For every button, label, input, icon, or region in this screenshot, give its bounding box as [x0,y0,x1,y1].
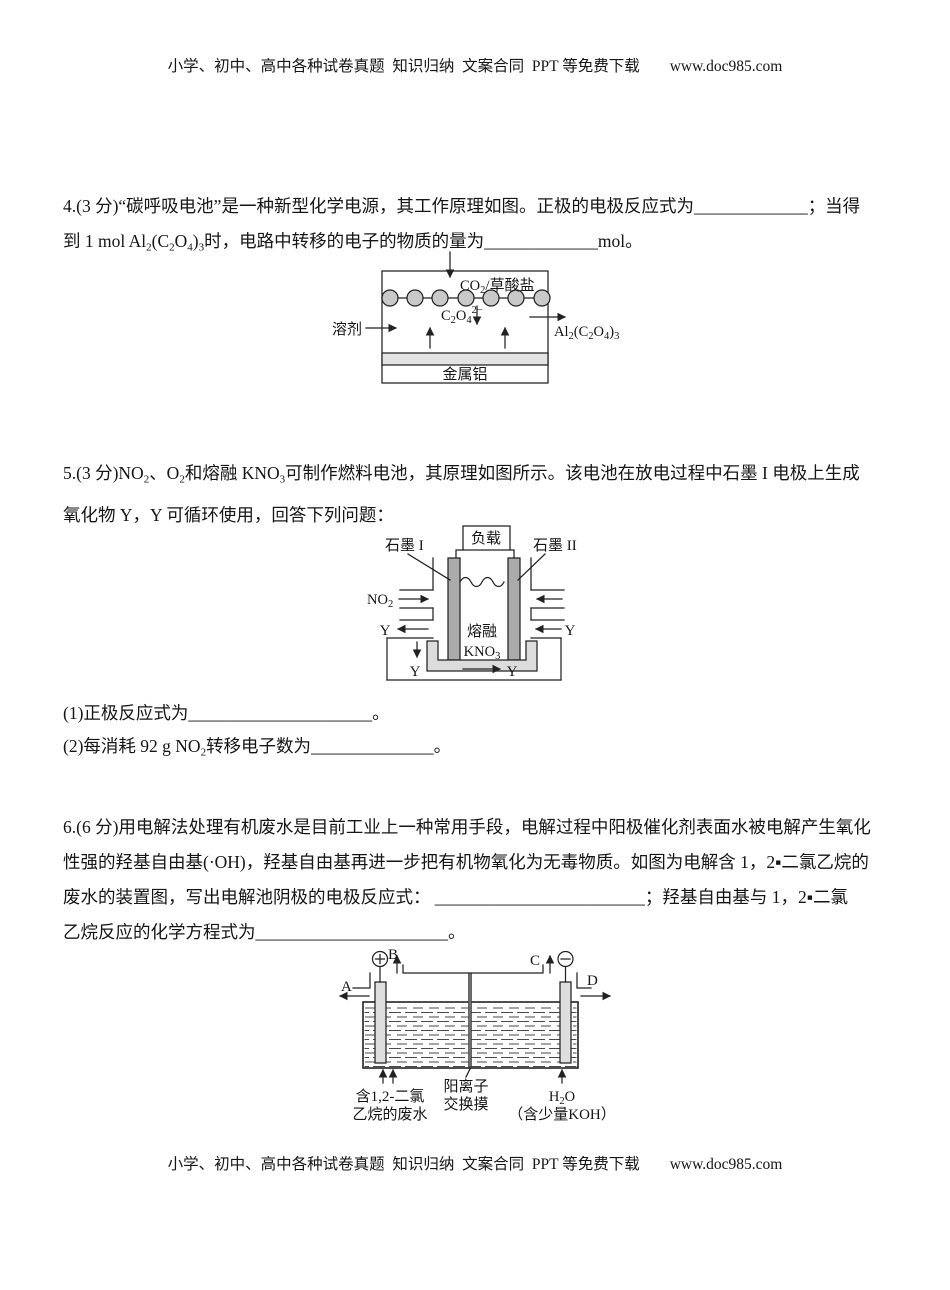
question-5-item-2: (2)每消耗 92 g NO2转移电子数为______________。 [63,736,452,759]
q5-y-bottom-left-label: Y [410,664,421,680]
q5-y-out-left-label: Y [380,623,391,639]
q6-outlet-d-label: D [587,973,598,989]
q4-cell-structure [365,251,567,384]
q4-battery-diagram: CO2/草酸盐 C2O42− 溶剂 Al2(C2O4)3 金属铝 [332,251,619,384]
question-6-line-3: 废水的装置图，写出电解池阴极的电极反应式： __________________… [63,887,848,907]
q6-wastewater-label-line-2: 乙烷的废水 [352,1106,427,1123]
footer-text: 小学、初中、高中各种试卷真题 知识归纳 文案合同 PPT 等免费下载 [167,1156,640,1173]
q6-water-label: H2O [549,1089,575,1107]
question-5-line-1: 5.(3 分)NO2、O2和熔融 KNO3可制作燃料电池，其原理如图所示。该电池… [63,463,860,486]
header-text: 小学、初中、高中各种试卷真题 知识归纳 文案合同 PPT 等免费下载 [167,58,640,75]
q5-molten-label: 熔融 [467,623,497,640]
header-url: www.doc985.com [669,58,783,75]
q5-y-in-right-label: Y [565,623,576,639]
question-4: 4.(3 分)“碳呼吸电池”是一种新型化学电源，其工作原理如图。正极的电极反应式… [63,189,895,266]
q6-membrane-label-line-1: 阳离子 [443,1078,488,1095]
q6-outlet-c-label: C [530,953,540,969]
q5-no2-label: NO2 [367,592,393,610]
page-footer: 小学、初中、高中各种试卷真题 知识归纳 文案合同 PPT 等免费下载 www.d… [0,1152,950,1174]
negative-terminal-icon [557,950,574,983]
question-6-line-1: 6.(6 分)用电解法处理有机废水是目前工业上一种常用手段，电解过程中阳极催化剂… [63,817,871,837]
q6-membrane-label-line-2: 交换摸 [443,1095,488,1113]
q5-graphite-2-label: 石墨 II [533,538,577,554]
question-4-line-1: 4.(3 分)“碳呼吸电池”是一种新型化学电源，其工作原理如图。正极的电极反应式… [63,196,861,216]
q6-cell-structure [338,950,612,1084]
q5-graphite-1-label: 石墨 I [385,538,424,554]
q6-electrolysis-diagram: A B C D 含1,2-二氯 乙烷的废水 阳离子 交换摸 H2O （含少量KO… [338,947,616,1123]
q4-co2-oxalate-label: CO2/草酸盐 [460,277,535,296]
q6-outlet-b-label: B [388,947,398,963]
question-6-line-4: 乙烷反应的化学方程式为______________________。 [63,922,466,942]
q4-oxalate-ion-label: C2O42− [441,305,483,326]
q6-outlet-a-label: A [341,979,352,995]
footer-url: www.doc985.com [669,1156,783,1173]
q4-solvent-label: 溶剂 [332,321,362,338]
question-4-line-2: 到 1 mol Al2(C2O4)3时，电路中转移的电子的物质的量为______… [63,231,643,254]
q4-metal-aluminium-label: 金属铝 [442,366,487,383]
q4-aluminium-oxalate-label: Al2(C2O4)3 [554,324,619,342]
question-6-line-2: 性强的羟基自由基(·OH)，羟基自由基再进一步把有机物氧化为无毒物质。如图为电解… [63,852,869,872]
q5-y-bottom-mid-label: Y [507,664,518,680]
question-6: 6.(6 分)用电解法处理有机废水是目前工业上一种常用手段，电解过程中阳极催化剂… [63,810,895,950]
q5-kno3-label: KNO3 [464,644,501,662]
q5-fuel-cell-diagram: 负载 石墨 I 石墨 II NO2 熔融 KNO3 Y Y Y Y [367,525,577,681]
q6-wastewater-label-line-1: 含1,2-二氯 [356,1088,425,1105]
positive-terminal-icon [371,950,389,983]
question-5: 5.(3 分)NO2、O2和熔融 KNO3可制作燃料电池，其原理如图所示。该电池… [63,456,895,533]
q6-koh-label: （含少量KOH） [508,1106,616,1123]
q5-cell-structure [386,525,565,681]
page-header: 小学、初中、高中各种试卷真题 知识归纳 文案合同 PPT 等免费下载 www.d… [0,54,950,76]
question-5-item-1: (1)正极反应式为_____________________。 [63,703,390,723]
q5-load-label: 负载 [471,530,501,547]
question-5-line-2: 氧化物 Y，Y 可循环使用，回答下列问题： [63,504,394,525]
